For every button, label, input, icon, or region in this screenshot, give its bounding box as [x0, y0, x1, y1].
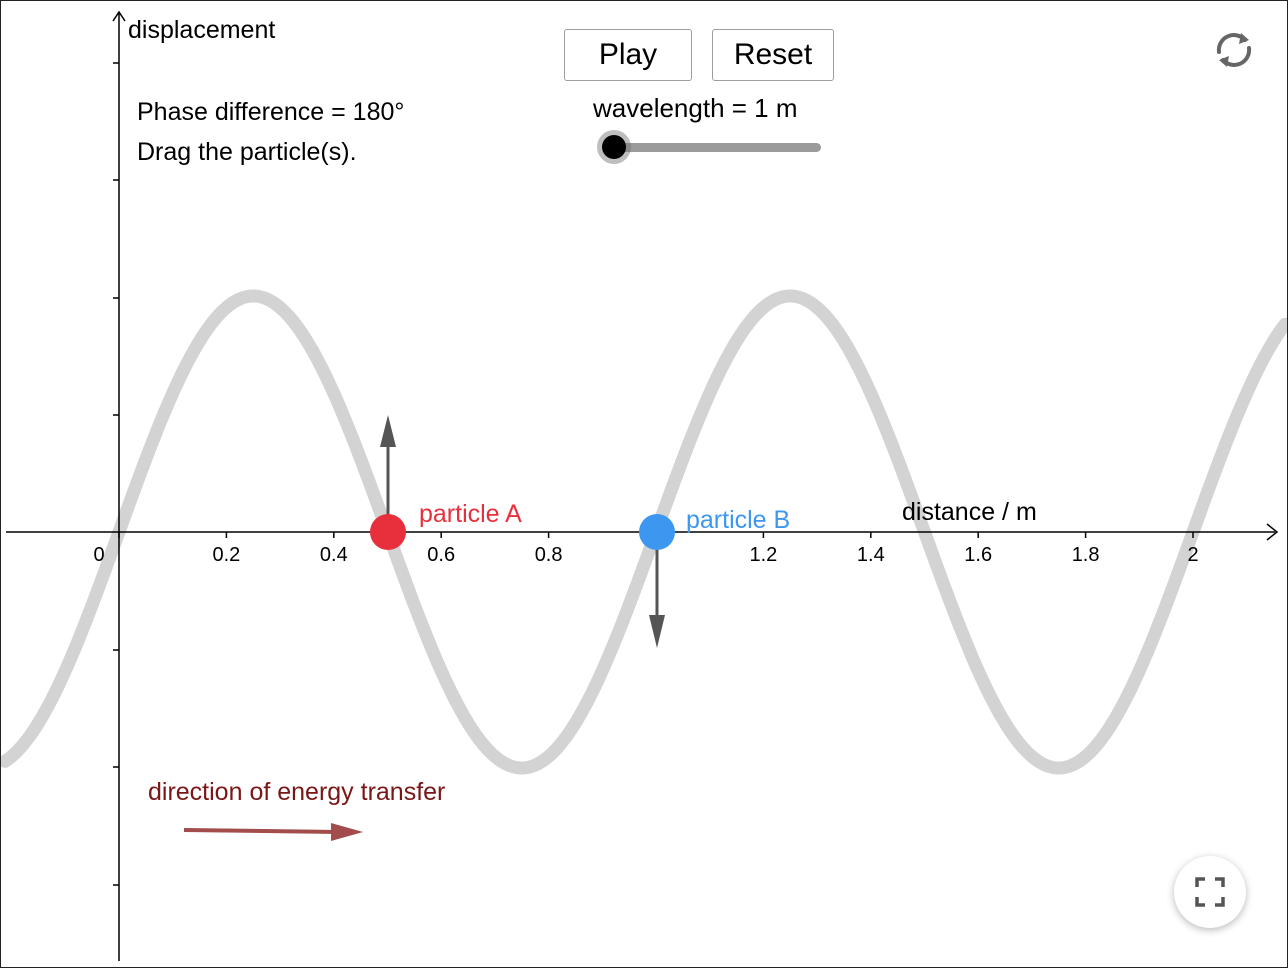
- y-axis-arrowhead: [112, 10, 126, 22]
- wave-curve: [1, 289, 1287, 775]
- x-tick-label: 0.2: [212, 544, 240, 566]
- play-button[interactable]: Play: [564, 29, 692, 81]
- refresh-icon[interactable]: [1209, 25, 1259, 75]
- energy-transfer-arrowhead: [331, 823, 363, 841]
- x-tick-label: 1.6: [964, 544, 992, 566]
- energy-transfer-label: direction of energy transfer: [148, 778, 445, 806]
- y-axis-ticks: [113, 62, 119, 886]
- x-tick-label: 2: [1187, 544, 1198, 566]
- fullscreen-icon: [1195, 877, 1225, 907]
- x-tick-label: 0.4: [320, 544, 348, 566]
- x-axis-label: distance / m: [902, 498, 1037, 526]
- particle-b-label: particle B: [686, 506, 790, 534]
- x-tick-label: 0: [93, 544, 104, 566]
- particle-a-arrowhead: [380, 415, 396, 447]
- x-axis-ticks: 0 0.2 0.4 0.6 0.8 1.2 1.4 1.6 1.8 2: [93, 532, 1199, 566]
- x-tick-label: 1.2: [749, 544, 777, 566]
- x-tick-label: 1.8: [1072, 544, 1100, 566]
- wavelength-slider-label: wavelength = 1 m: [593, 93, 798, 123]
- x-axis-arrowhead: [1266, 523, 1279, 541]
- x-tick-label: 1.4: [857, 544, 885, 566]
- y-axis-label: displacement: [128, 16, 275, 44]
- energy-transfer-arrow: [183, 828, 340, 834]
- x-tick-label: 0.6: [427, 544, 455, 566]
- fullscreen-button[interactable]: [1174, 856, 1246, 928]
- wavelength-slider-track[interactable]: [615, 143, 821, 152]
- instruction-text: Drag the particle(s).: [137, 138, 357, 166]
- slider-handle-dot: [602, 135, 626, 159]
- wavelength-slider-handle[interactable]: [597, 130, 631, 164]
- phase-difference-text: Phase difference = 180°: [137, 98, 404, 126]
- particle-b-arrowhead: [649, 615, 665, 648]
- particle-a[interactable]: [370, 514, 406, 550]
- particle-a-label: particle A: [419, 500, 522, 528]
- x-tick-label: 0.8: [535, 544, 563, 566]
- reset-button[interactable]: Reset: [712, 29, 834, 81]
- particle-b[interactable]: [639, 514, 675, 550]
